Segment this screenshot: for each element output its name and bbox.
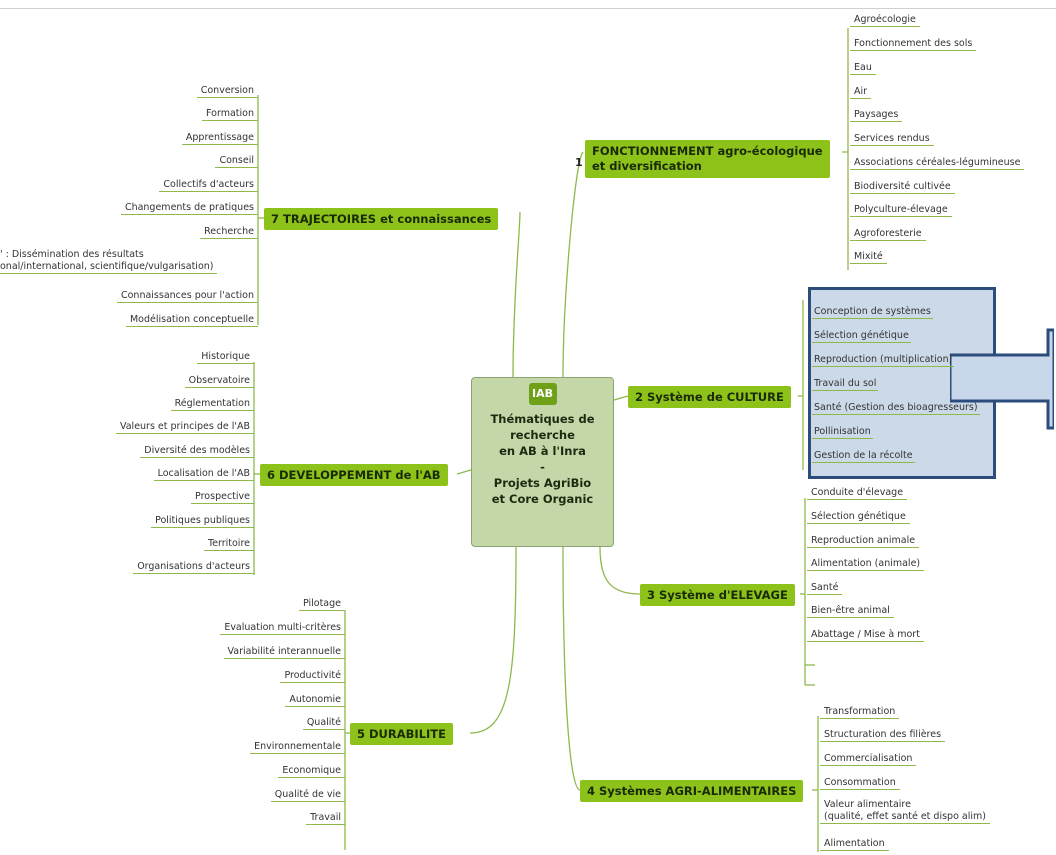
b1-item-polyculture[interactable]: Polyculture-élevage bbox=[850, 204, 952, 217]
branch-1-number: 1 bbox=[575, 156, 583, 169]
b5-item-qualite-vie[interactable]: Qualité de vie bbox=[270, 789, 345, 802]
b2-item-conception[interactable]: Conception de systèmes bbox=[812, 306, 933, 319]
b5-item-environnementale[interactable]: Environnementale bbox=[250, 741, 345, 754]
b6-item-reglementation[interactable]: Réglementation bbox=[170, 398, 254, 411]
b3-item-alimentation[interactable]: Alimentation (animale) bbox=[807, 558, 925, 571]
branch-1-fonctionnement[interactable]: FONCTIONNEMENT agro-écologique et divers… bbox=[585, 140, 830, 178]
b1-item-agroforesterie[interactable]: Agroforesterie bbox=[850, 228, 926, 241]
b4-item-commercialisation[interactable]: Commercialisation bbox=[820, 753, 917, 766]
b2-item-reproduction[interactable]: Reproduction (multiplication) bbox=[812, 354, 955, 367]
b7-item-recherche[interactable]: Recherche bbox=[200, 226, 258, 239]
b3-item-abattage[interactable]: Abattage / Mise à mort bbox=[807, 629, 924, 642]
branch-6-developpement[interactable]: 6 DEVELOPPEMENT de l'AB bbox=[260, 464, 448, 486]
b6-item-prospective[interactable]: Prospective bbox=[191, 491, 254, 504]
b2-item-pollinisation[interactable]: Pollinisation bbox=[812, 426, 873, 439]
b5-item-pilotage[interactable]: Pilotage bbox=[298, 598, 345, 611]
b7-item-connaissances[interactable]: Connaissances pour l'action bbox=[116, 290, 258, 303]
central-topic[interactable]: IAB Thématiques de recherche en AB à l'I… bbox=[471, 377, 614, 547]
b3-item-selection[interactable]: Sélection génétique bbox=[807, 511, 910, 524]
b7-item-changements[interactable]: Changements de pratiques bbox=[120, 202, 258, 215]
b3-item-sante[interactable]: Santé bbox=[807, 582, 843, 595]
b3-item-reproduction[interactable]: Reproduction animale bbox=[807, 535, 920, 548]
b1-item-eau[interactable]: Eau bbox=[850, 62, 876, 75]
b4-item-transformation[interactable]: Transformation bbox=[820, 706, 900, 719]
b1-item-services[interactable]: Services rendus bbox=[850, 133, 934, 146]
b6-item-territoire[interactable]: Territoire bbox=[203, 538, 254, 551]
b6-item-organisations[interactable]: Organisations d'acteurs bbox=[133, 561, 254, 574]
b7-item-dissemination[interactable]: ' : Dissémination des résultats onal/int… bbox=[0, 249, 218, 274]
b5-item-qualite[interactable]: Qualité bbox=[302, 717, 345, 730]
b7-item-modelisation[interactable]: Modélisation conceptuelle bbox=[125, 314, 258, 327]
b6-item-localisation[interactable]: Localisation de l'AB bbox=[153, 468, 254, 481]
b2-item-travail-sol[interactable]: Travail du sol bbox=[812, 378, 879, 391]
b7-item-formation[interactable]: Formation bbox=[202, 108, 258, 121]
top-divider bbox=[0, 8, 1056, 9]
b2-item-sante[interactable]: Santé (Gestion des bioagresseurs) bbox=[812, 402, 980, 415]
b6-item-historique[interactable]: Historique bbox=[197, 351, 254, 364]
b6-item-observatoire[interactable]: Observatoire bbox=[184, 375, 254, 388]
b2-item-recolte[interactable]: Gestion de la récolte bbox=[812, 450, 915, 463]
b1-item-mixite[interactable]: Mixité bbox=[850, 251, 887, 264]
b7-item-collectifs[interactable]: Collectifs d'acteurs bbox=[159, 179, 258, 192]
branch-5-durabilite[interactable]: 5 DURABILITE bbox=[350, 723, 453, 745]
b7-item-conseil[interactable]: Conseil bbox=[215, 155, 258, 168]
b5-item-productivite[interactable]: Productivité bbox=[280, 670, 345, 683]
b6-item-diversite[interactable]: Diversité des modèles bbox=[140, 445, 254, 458]
iab-logo: IAB bbox=[528, 383, 557, 405]
branch-3-elevage[interactable]: 3 Système d'ELEVAGE bbox=[640, 584, 795, 606]
b4-item-alimentation[interactable]: Alimentation bbox=[820, 838, 889, 851]
b6-item-valeurs[interactable]: Valeurs et principes de l'AB bbox=[115, 421, 254, 434]
b5-item-economique[interactable]: Economique bbox=[278, 765, 345, 778]
b1-item-agroecologie[interactable]: Agroécologie bbox=[850, 14, 920, 27]
b1-item-biodiversite[interactable]: Biodiversité cultivée bbox=[850, 181, 955, 194]
b5-item-autonomie[interactable]: Autonomie bbox=[285, 694, 345, 707]
central-topic-label: Thématiques de recherche en AB à l'Inra … bbox=[490, 412, 595, 506]
b5-item-travail[interactable]: Travail bbox=[306, 812, 345, 825]
branch-7-trajectoires[interactable]: 7 TRAJECTOIRES et connaissances bbox=[264, 208, 499, 230]
b1-item-sols[interactable]: Fonctionnement des sols bbox=[850, 38, 977, 51]
b7-item-apprentissage[interactable]: Apprentissage bbox=[181, 132, 258, 145]
b5-item-evaluation[interactable]: Evaluation multi-critères bbox=[220, 622, 345, 635]
b5-item-variabilite[interactable]: Variabilité interannuelle bbox=[223, 646, 345, 659]
b3-item-conduite[interactable]: Conduite d'élevage bbox=[807, 487, 908, 500]
branch-2-culture[interactable]: 2 Système de CULTURE bbox=[628, 386, 791, 408]
callout-arrow bbox=[950, 328, 1054, 430]
b6-item-politiques[interactable]: Politiques publiques bbox=[151, 515, 254, 528]
b1-item-paysages[interactable]: Paysages bbox=[850, 109, 903, 122]
b4-item-structuration[interactable]: Structuration des filières bbox=[820, 729, 946, 742]
b1-item-associations[interactable]: Associations céréales-légumineuse bbox=[850, 157, 1025, 170]
b3-item-bien-etre[interactable]: Bien-être animal bbox=[807, 605, 894, 618]
branch-4-agri-alimentaires[interactable]: 4 Systèmes AGRI-ALIMENTAIRES bbox=[580, 780, 804, 802]
b1-item-air[interactable]: Air bbox=[850, 86, 872, 99]
b4-item-valeur[interactable]: Valeur alimentaire (qualité, effet santé… bbox=[820, 799, 990, 824]
b2-item-selection[interactable]: Sélection génétique bbox=[812, 330, 911, 343]
b4-item-consommation[interactable]: Consommation bbox=[820, 777, 900, 790]
b7-item-conversion[interactable]: Conversion bbox=[196, 85, 258, 98]
